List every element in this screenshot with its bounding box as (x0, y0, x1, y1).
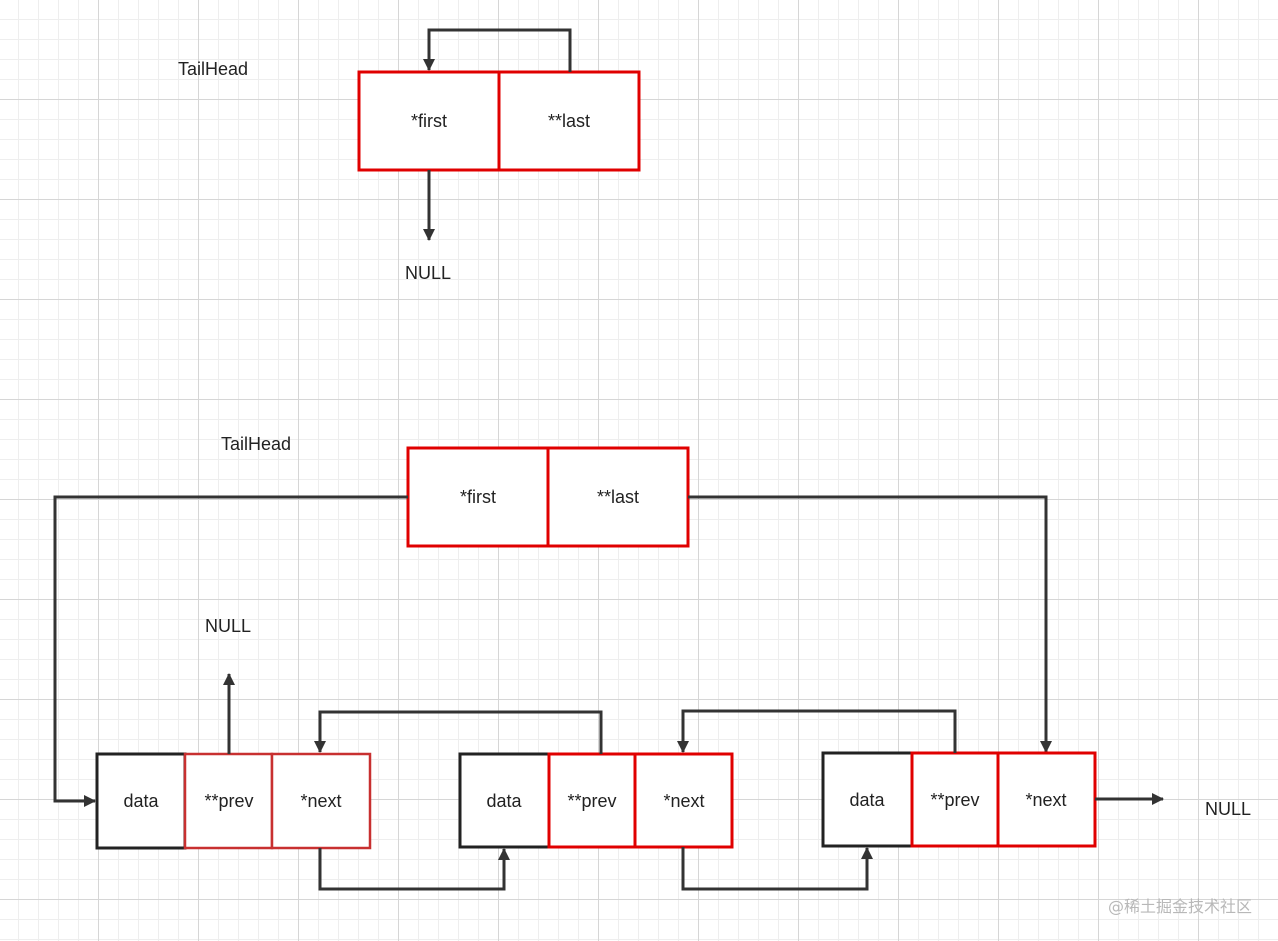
node-1: data **prev *next (95, 752, 372, 850)
tailhead-title-1: TailHead (178, 59, 248, 79)
watermark-text: @稀土掘金技术社区 (1108, 897, 1252, 916)
node-2-prev-arrow (314, 710, 603, 754)
tail-null-label: NULL (1205, 799, 1251, 819)
null-label-1: NULL (405, 263, 451, 283)
last-cell-1 (497, 70, 641, 172)
node-3-prev-label: **prev (930, 790, 979, 810)
node-1-prev-cell (183, 752, 274, 850)
node-1-prev-label: **prev (204, 791, 253, 811)
node-3-data-cell (821, 751, 914, 848)
last-label-2: **last (597, 487, 639, 507)
node-1-data-label: data (123, 791, 159, 811)
node-1-next-cell (270, 752, 372, 850)
prev-null-label: NULL (205, 616, 251, 636)
node-3-data-label: data (849, 790, 885, 810)
head-first-arrow (53, 495, 408, 807)
first-cell-1 (357, 70, 501, 172)
last-to-first-arrow (423, 28, 572, 72)
first-label-1: *first (411, 111, 447, 131)
last-label-1: **last (548, 111, 590, 131)
tailhead-title-2: TailHead (221, 434, 291, 454)
node-2-prev-cell (547, 752, 637, 849)
node-2-prev-label: **prev (567, 791, 616, 811)
node-3: data **prev *next (821, 751, 1097, 848)
node-3-prev-arrow (677, 709, 957, 753)
node-2-next-label: *next (663, 791, 704, 811)
head-last-arrow (688, 495, 1052, 753)
node-1-next-label: *next (300, 791, 341, 811)
first-label-2: *first (460, 487, 496, 507)
first-cell-2 (406, 446, 550, 548)
node-2: data **prev *next (458, 752, 734, 849)
node-2-data-cell (458, 752, 551, 849)
tailhead-struct-2: *first **last (406, 446, 690, 548)
node-1-next-arrow (318, 848, 510, 891)
node-2-data-label: data (486, 791, 522, 811)
tailhead-struct-1: *first **last (357, 70, 641, 172)
node-2-next-arrow (681, 847, 873, 891)
node-3-next-label: *next (1025, 790, 1066, 810)
